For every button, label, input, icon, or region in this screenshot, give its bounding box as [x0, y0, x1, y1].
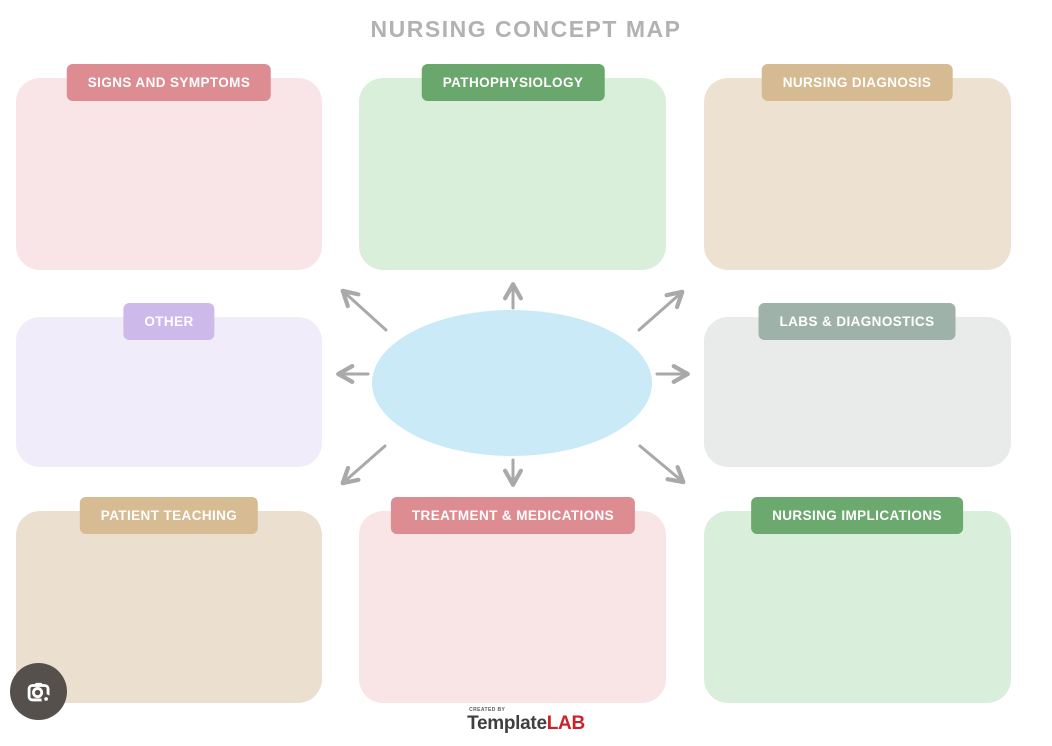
header-patient-teaching: PATIENT TEACHING	[79, 497, 259, 534]
header-signs-and-symptoms: SIGNS AND SYMPTOMS	[66, 64, 272, 101]
arrow-down-left	[340, 444, 387, 486]
header-pathophysiology: PATHOPHYSIOLOGY	[421, 64, 605, 101]
arrow-up-left	[340, 288, 388, 332]
brand-wordmark: TemplateLAB	[467, 714, 585, 733]
box-nursing-implications	[704, 511, 1011, 703]
brand-name: Template	[467, 713, 547, 734]
header-nursing-implications: NURSING IMPLICATIONS	[751, 497, 963, 534]
header-other: OTHER	[123, 303, 215, 340]
page-title: NURSING CONCEPT MAP	[370, 16, 682, 42]
brand-suffix: LAB	[546, 713, 585, 734]
header-labs-and-diagnostics: LABS & DIAGNOSTICS	[758, 303, 956, 340]
central-topic-ellipse	[372, 310, 652, 456]
box-labs-and-diagnostics	[704, 317, 1011, 467]
camera-lens-button[interactable]	[10, 663, 67, 720]
created-by-label: CREATED BY	[469, 707, 506, 713]
template-lab-watermark: CREATED BY TemplateLAB	[467, 707, 585, 734]
header-treatment-medications: TREATMENT & MEDICATIONS	[390, 497, 636, 534]
box-nursing-diagnosis	[704, 78, 1011, 270]
arrow-up-right	[637, 289, 685, 332]
box-other	[16, 317, 322, 467]
camera-lens-icon	[27, 682, 51, 704]
box-pathophysiology	[359, 78, 666, 270]
arrow-down-right	[638, 444, 686, 485]
header-nursing-diagnosis: NURSING DIAGNOSIS	[761, 64, 953, 101]
box-signs-and-symptoms	[16, 78, 322, 270]
box-patient-teaching	[16, 511, 322, 703]
box-treatment-medications	[359, 511, 666, 703]
